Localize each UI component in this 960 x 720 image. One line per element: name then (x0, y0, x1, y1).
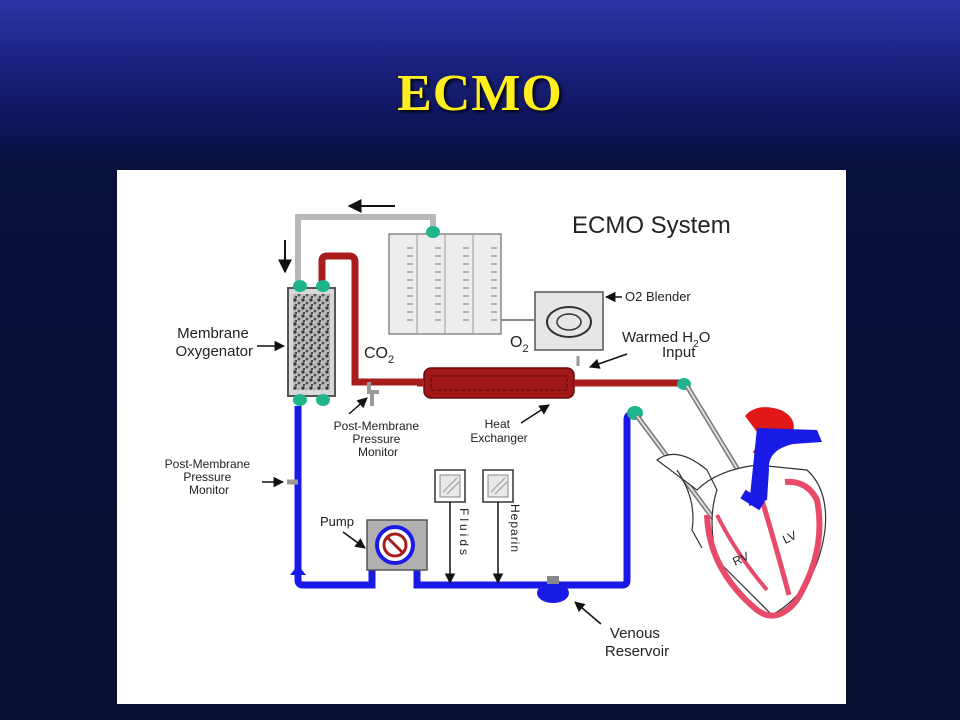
input-label: Input (662, 344, 696, 361)
venous-reservoir-arrow (574, 601, 602, 625)
venous-line-bottom (413, 555, 602, 589)
heart (655, 407, 827, 619)
diagram-title: ECMO System (572, 212, 731, 239)
lv-label: LV (780, 528, 798, 547)
ecmo-diagram-panel: ECMO System O2 Blender O2 CO2 (117, 170, 846, 704)
venous-flow-arrow (290, 565, 306, 575)
gas-line (295, 214, 436, 285)
post-membrane-monitor-upper (367, 382, 379, 394)
heat-exchanger-arrow (520, 404, 550, 424)
co2-label: CO2 (364, 345, 394, 366)
post-membrane-lower-label: Post-Membrane Pressure Monitor (165, 457, 254, 497)
pump-label: Pump (320, 514, 354, 529)
heat-exchanger (417, 367, 691, 399)
pump-arrow (342, 531, 366, 549)
fluids-label: Fluids (457, 508, 471, 558)
o2-blender-label: O2 Blender (625, 289, 691, 304)
membrane-oxygenator-label: Membrane Oxygenator (175, 325, 253, 360)
slide-title: ECMO (397, 65, 563, 122)
warmed-h2o-label: Warmed H2O (622, 329, 710, 350)
membrane-oxygenator (287, 280, 336, 406)
arterial-line-upper (318, 252, 424, 386)
rv-label: RV (730, 549, 751, 569)
venous-line-right (602, 410, 634, 589)
ecmo-diagram: ECMO System O2 Blender O2 CO2 (165, 199, 827, 660)
venous-reservoir (537, 576, 569, 603)
roller-pump (366, 519, 428, 571)
fluids-bag (434, 469, 466, 585)
heparin-label: Heparin (508, 504, 522, 553)
heat-exchanger-label: Heat Exchanger (470, 417, 527, 445)
warmed-h2o-arrow (589, 353, 628, 369)
venous-return-line (294, 406, 376, 589)
o2-blender (501, 291, 604, 351)
post-membrane-upper-label: Post-Membrane Pressure Monitor (334, 419, 423, 459)
heparin-bag (482, 469, 514, 585)
venous-reservoir-label: Venous Reservoir (605, 625, 669, 660)
o2-label: O2 (510, 334, 529, 355)
gas-flowmeter (388, 226, 502, 335)
post-membrane-upper-arrow (348, 397, 368, 415)
